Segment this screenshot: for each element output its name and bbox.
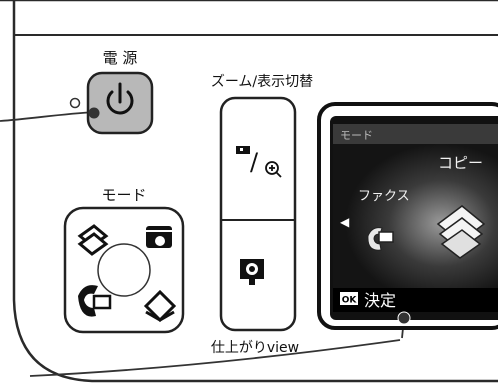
zoom-display-button[interactable]: / [221, 98, 295, 220]
power-indicator-lamp [69, 97, 81, 109]
zoom-display-label: ズーム/表示切替 [211, 74, 313, 90]
power-label: 電 源 [103, 49, 138, 67]
lcd-selected-mode: コピー [438, 154, 483, 172]
fax-mode-icon[interactable] [78, 285, 112, 317]
lcd-ok-badge-box [340, 292, 358, 305]
lcd-left-arrow: ◀ [340, 215, 350, 229]
panel-outline [0, 0, 498, 383]
preview-label: 仕上がりview [211, 340, 299, 356]
lcd-header-bar [333, 124, 498, 144]
preview-callout-dot [397, 311, 411, 325]
zoom-in-icon [265, 161, 282, 178]
callout-line-power [0, 111, 96, 122]
scan-mode-icon[interactable] [146, 226, 172, 248]
mode-label: モード [101, 186, 146, 204]
display-switch-icon [236, 146, 250, 154]
power-icon [106, 82, 134, 115]
lcd-side-mode: ファクス [358, 189, 410, 204]
copy-mode-icon[interactable] [77, 224, 109, 256]
lcd-fax-icon [367, 227, 394, 251]
side-button-panel [219, 96, 297, 332]
photo-mode-icon[interactable] [143, 289, 177, 323]
slash-glyph: / [250, 148, 259, 176]
lcd-header-text: モード [340, 129, 373, 142]
lcd-ok-badge: OK [342, 296, 358, 306]
power-callout-dot [88, 107, 100, 119]
preview-button[interactable] [221, 220, 295, 330]
preview-icon [240, 259, 264, 285]
lcd-copy-icon [436, 205, 486, 259]
mode-dial-center[interactable] [97, 243, 151, 297]
lcd-ok-action: 決定 [364, 291, 396, 310]
lcd-footer-bar [333, 288, 498, 312]
